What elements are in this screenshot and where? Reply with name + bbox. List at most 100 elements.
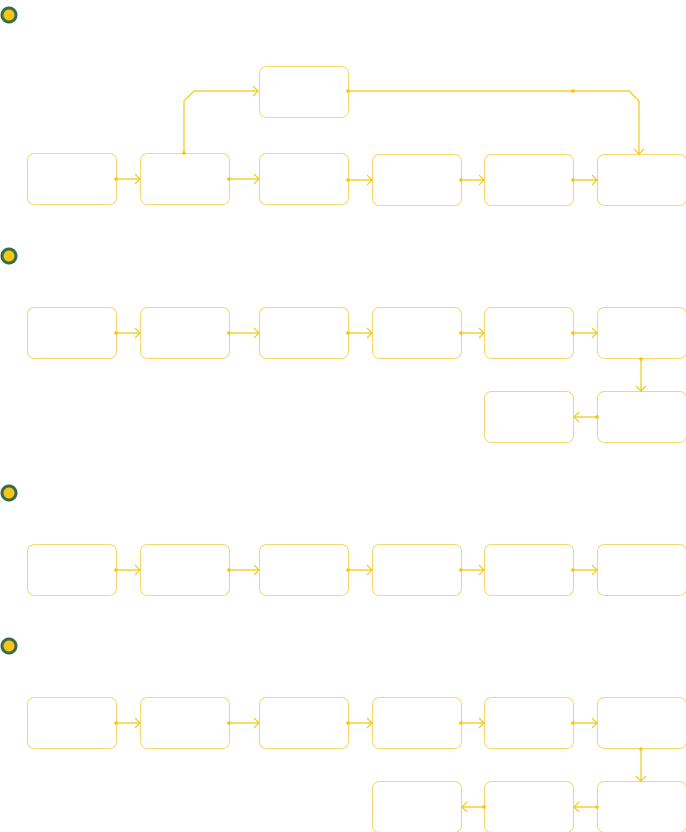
flow-node[interactable]	[484, 391, 574, 443]
node-box	[484, 307, 574, 359]
arrow-head-icon	[253, 564, 260, 576]
flow-node[interactable]	[259, 697, 349, 749]
circle-marker-icon	[0, 637, 18, 655]
flow-connector	[635, 357, 647, 392]
flow-connector	[571, 717, 598, 729]
flow-connector	[346, 327, 373, 339]
flow-node[interactable]	[372, 307, 462, 359]
dot-icon	[346, 721, 350, 725]
node-box	[259, 153, 349, 205]
flow-section-4	[0, 637, 686, 832]
flow-node[interactable]	[27, 307, 117, 359]
node-box	[140, 153, 230, 205]
dot-icon	[571, 178, 575, 182]
dot-icon	[114, 568, 118, 572]
flow-node[interactable]	[597, 154, 686, 206]
flow-node[interactable]	[597, 697, 686, 749]
dot-icon	[571, 89, 575, 93]
flow-node[interactable]	[140, 697, 230, 749]
arrow-head-icon	[134, 564, 141, 576]
flow-node[interactable]	[259, 66, 349, 118]
dot-icon	[639, 357, 643, 361]
dot-icon	[227, 721, 231, 725]
flow-connector	[182, 85, 259, 155]
flow-node[interactable]	[484, 307, 574, 359]
node-box	[259, 544, 349, 596]
dot-icon	[459, 331, 463, 335]
arrow-head-icon	[366, 327, 373, 339]
dot-icon	[346, 89, 350, 93]
arrow-head-icon	[591, 327, 598, 339]
arrow-head-icon	[134, 173, 141, 185]
flow-node[interactable]	[27, 544, 117, 596]
flow-node[interactable]	[372, 697, 462, 749]
flow-connector	[459, 717, 485, 729]
flow-connector	[346, 89, 645, 155]
arrow-head-icon	[591, 564, 598, 576]
flow-node[interactable]	[372, 544, 462, 596]
node-box	[259, 66, 349, 118]
node-box	[484, 154, 574, 206]
flow-node[interactable]	[484, 781, 574, 832]
flow-node[interactable]	[259, 544, 349, 596]
flow-connector	[227, 173, 260, 185]
flow-node[interactable]	[597, 544, 686, 596]
arrow-head-icon	[478, 717, 485, 729]
node-box	[484, 697, 574, 749]
circle-marker-icon	[0, 6, 18, 24]
flow-connector	[114, 717, 141, 729]
arrow-head-icon	[633, 148, 645, 155]
dot-icon	[227, 177, 231, 181]
node-box	[372, 781, 462, 832]
flow-connector	[227, 717, 260, 729]
arrow-head-icon	[461, 801, 468, 813]
arrow-head-icon	[635, 775, 647, 782]
flow-node[interactable]	[597, 781, 686, 832]
flow-connector	[459, 564, 485, 576]
flow-connector	[571, 327, 598, 339]
flow-connector	[573, 801, 599, 813]
arrow-head-icon	[591, 717, 598, 729]
flow-node[interactable]	[27, 153, 117, 205]
flow-node[interactable]	[597, 391, 686, 443]
flow-connector	[346, 564, 373, 576]
flow-node[interactable]	[597, 307, 686, 359]
dot-icon	[482, 805, 486, 809]
flow-connector	[114, 327, 141, 339]
dot-icon	[459, 721, 463, 725]
dot-icon	[346, 568, 350, 572]
flow-node[interactable]	[372, 154, 462, 206]
arrow-head-icon	[635, 385, 647, 392]
flow-node[interactable]	[484, 544, 574, 596]
flow-node[interactable]	[140, 544, 230, 596]
flow-node[interactable]	[140, 153, 230, 205]
connector-line	[348, 90, 640, 154]
arrow-head-icon	[478, 564, 485, 576]
node-box	[27, 544, 117, 596]
flow-connector	[459, 174, 485, 186]
flow-node[interactable]	[140, 307, 230, 359]
node-box	[259, 307, 349, 359]
node-box	[140, 697, 230, 749]
flow-node[interactable]	[259, 153, 349, 205]
circle-marker-icon	[0, 247, 18, 265]
connector-line	[183, 90, 258, 153]
flow-node[interactable]	[484, 697, 574, 749]
arrow-head-icon	[573, 411, 580, 423]
arrow-head-icon	[366, 174, 373, 186]
node-box	[372, 307, 462, 359]
flow-node[interactable]	[259, 307, 349, 359]
flow-node[interactable]	[27, 697, 117, 749]
arrow-head-icon	[252, 85, 259, 97]
node-box	[372, 544, 462, 596]
dot-icon	[571, 568, 575, 572]
flow-connector	[346, 717, 373, 729]
flow-node[interactable]	[484, 154, 574, 206]
flow-node[interactable]	[372, 781, 462, 832]
arrow-head-icon	[366, 717, 373, 729]
flow-connector	[461, 801, 486, 813]
node-box	[597, 391, 686, 443]
node-box	[484, 391, 574, 443]
node-box	[140, 544, 230, 596]
